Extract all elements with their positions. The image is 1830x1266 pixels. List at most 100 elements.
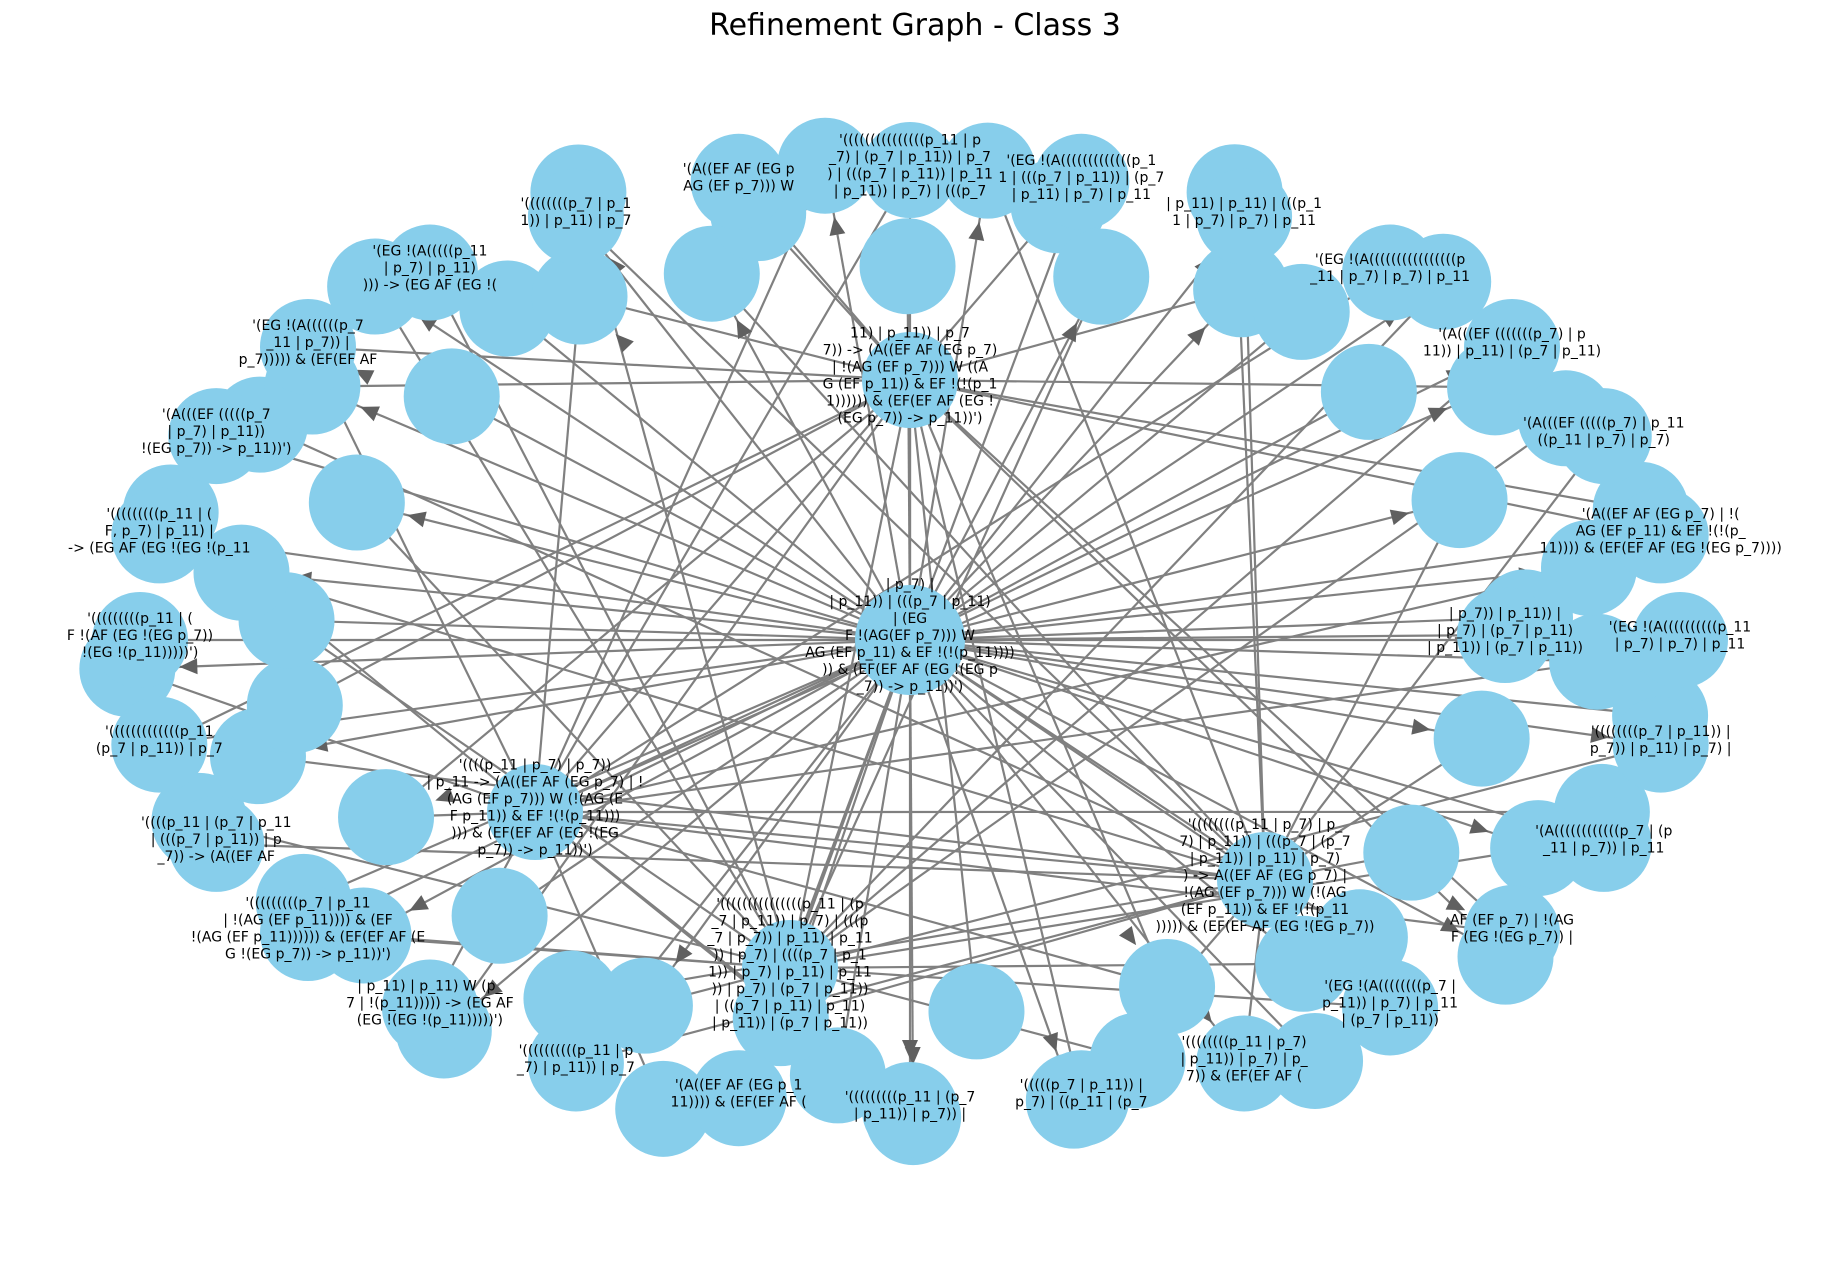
- node-label: '((((((((p_11 | p_7) | p_7) | p_11)) | (…: [1156, 817, 1375, 935]
- node-label-line: | p_11)) | (p_7 | p_11)): [712, 1016, 868, 1032]
- node-label-line: ))) & (EF(EF AF (EG !(EG: [451, 826, 619, 842]
- graph-node-in5: [1457, 587, 1553, 683]
- node-label-line: 7)) & (EF(EF AF (: [1186, 1068, 1302, 1084]
- graph-edge: [257, 638, 911, 758]
- graph-edge: [909, 638, 1605, 845]
- node-label: '((((p_11 | (p_7 | p_11| (((p_7 | p_11))…: [141, 815, 292, 865]
- graph-node: [928, 963, 1025, 1060]
- node-label-line: AG (EF p_11) & EF !(!(p_11)))): [805, 645, 1014, 661]
- node-label-line: '((((((((p_11 | p_7) | p_: [1188, 817, 1344, 833]
- graph-edge: [908, 379, 1083, 1099]
- node-label-line: _7 | p_7)) | p_11) | p_11: [706, 931, 872, 947]
- graph-node-in3: [1217, 832, 1313, 928]
- node-label-line: !(EG !(p_11)))))'): [82, 645, 199, 661]
- graph-edge: [710, 272, 1266, 881]
- arrowhead: [409, 895, 429, 911]
- node-label-line: 11) | p_11)) | p_7: [850, 326, 970, 342]
- graph-node: [531, 248, 628, 345]
- graph-node: [1119, 938, 1216, 1035]
- graph-edge: [575, 215, 911, 641]
- node-label-line: '(EG !(A((((((p_7: [252, 318, 364, 334]
- node-label: '(A(((EF (((((p_7) | p_11((p_11 | p_7) |…: [1523, 416, 1685, 449]
- node-label-line: | p_11) | p_11) W (p_: [357, 978, 503, 994]
- graph-node-c: [855, 585, 965, 695]
- graph-edge: [909, 616, 1526, 642]
- node-label-line: | (EG: [893, 611, 927, 627]
- graph-edge: [241, 571, 911, 642]
- node-label-line: '(A((((((((((((p_7 | (p: [1535, 823, 1672, 839]
- graph-node: [777, 117, 874, 214]
- node-label-line: _7) | (p_7 | p_11)) | p_7: [828, 150, 991, 166]
- node-label-line: | p_11) | p_7) | p_11: [1012, 187, 1152, 203]
- graph-edge: [909, 638, 1661, 717]
- node-label-line: '((((((((p_11 | p_7): [1182, 1034, 1307, 1050]
- graph-edge: [909, 639, 1507, 958]
- graph-edge: [534, 810, 1168, 989]
- graph-edge: [307, 639, 911, 935]
- graph-node: [1411, 452, 1508, 549]
- graph-edge: [780, 878, 1266, 1020]
- node-label-line: | p_7) | p_11): [384, 261, 476, 277]
- node-label-line: 1 | (((p_7 | p_11)) | (p_7: [998, 170, 1164, 186]
- graph-node-r9: [1612, 696, 1709, 793]
- graph-edge: [534, 639, 911, 813]
- arrowhead: [1042, 1032, 1058, 1052]
- graph-node: [1267, 1012, 1364, 1109]
- arrowhead: [435, 787, 455, 803]
- node-label-line: '(EG !(A((((((((p_7 |: [1324, 978, 1456, 994]
- graph-edge: [499, 639, 911, 917]
- arrowhead: [1061, 322, 1078, 343]
- node-label-line: G (EF p_11)) & EF !(!(p_1: [823, 377, 998, 393]
- node-label-line: 1)) | p_7) | p_11) | p_11: [708, 965, 872, 981]
- graph-edge: [788, 379, 912, 969]
- graph-node-r20: [168, 795, 265, 892]
- node-label-line: '(((((((((p_11 | (: [87, 611, 193, 627]
- graph-edge: [451, 395, 911, 641]
- node-label-line: p_7))))) & (EF(EF AF: [239, 352, 378, 368]
- node-label: '(((((((((((((((p_11 | (p_7 | p_11)) | p…: [706, 897, 872, 1032]
- node-label-line: )) | p_7) | (p_7 | p_11)): [712, 982, 869, 998]
- arrowhead: [483, 979, 503, 998]
- arrowhead: [968, 221, 985, 242]
- arrowhead: [675, 944, 693, 964]
- node-label-line: _7 | p_11)) | p_7) | (((p: [711, 914, 869, 930]
- graph-edge: [311, 385, 911, 642]
- node-label: '(((((((((((((p_11(p_7 | p_11)) | p_7: [96, 724, 223, 757]
- graph-edge: [307, 346, 536, 813]
- graph-node-r25: [259, 298, 356, 395]
- node-label-line: '(A(((EF (((((p_7: [162, 407, 271, 423]
- node-label-line: '(((((((((((((p_11: [105, 724, 214, 740]
- node-label-line: | p_11)) | p_11) | p_7): [1190, 851, 1340, 867]
- graph-edge: [374, 285, 911, 641]
- graph-node-r11: [1464, 885, 1561, 982]
- node-label: '((((p_11 | p_7) | p_7))| p_11 -> (A((EF…: [426, 758, 643, 859]
- node-label-line: _7)) -> (A((EF AF: [157, 849, 275, 865]
- node-label-line: F, p_7) | p_11) |: [105, 523, 214, 539]
- node-label: '(((((p_7 | p_11)) |p_7) | ((p_11 | (p_7: [1015, 1078, 1147, 1111]
- graph-edge: [575, 215, 1266, 881]
- graph-edge: [909, 288, 1242, 641]
- node-label-line: _7) | p_11)) | p_7: [516, 1060, 635, 1076]
- node-label-line: '((((p_11 | p_7) | p_7)): [459, 758, 612, 774]
- node-label-line: '(A((EF AF (EG p_1: [675, 1078, 803, 1094]
- node-label-line: 7 | !(p_11))))) -> (EG AF: [346, 995, 514, 1011]
- node-label-line: '(((((((((p_11 | (: [106, 506, 212, 522]
- node-label-line: | p_11 -> (A((EF AF (EG p_7) | !: [426, 775, 643, 791]
- node-label-line: '(EG !(A(((((((((((((p_1: [1006, 153, 1156, 169]
- node-label-line: | p_11)) | (p_7 | p_11)): [1427, 640, 1583, 656]
- graph-edge: [534, 810, 1266, 882]
- node-label-line: '(((((p_7 | p_11)) |: [1020, 1078, 1143, 1094]
- node-label-line: F !(AF (EG !(EG p_7)): [67, 628, 213, 644]
- graph-node: [338, 769, 435, 866]
- node-label-line: p_7)) | p_11) | p_7) |: [1590, 741, 1732, 757]
- graph-title: Refinement Graph - Class 3: [709, 8, 1121, 43]
- node-label: '(EG !(A((((((((p_7 |p_11)) | p_7) | p_1…: [1322, 978, 1458, 1028]
- graph-node-r7: [1612, 487, 1709, 584]
- node-label: '(((((((((p_11 | (F !(AF (EG !(EG p_7))!…: [67, 611, 213, 661]
- graph-edge: [909, 566, 1590, 642]
- graph-node: [246, 657, 343, 754]
